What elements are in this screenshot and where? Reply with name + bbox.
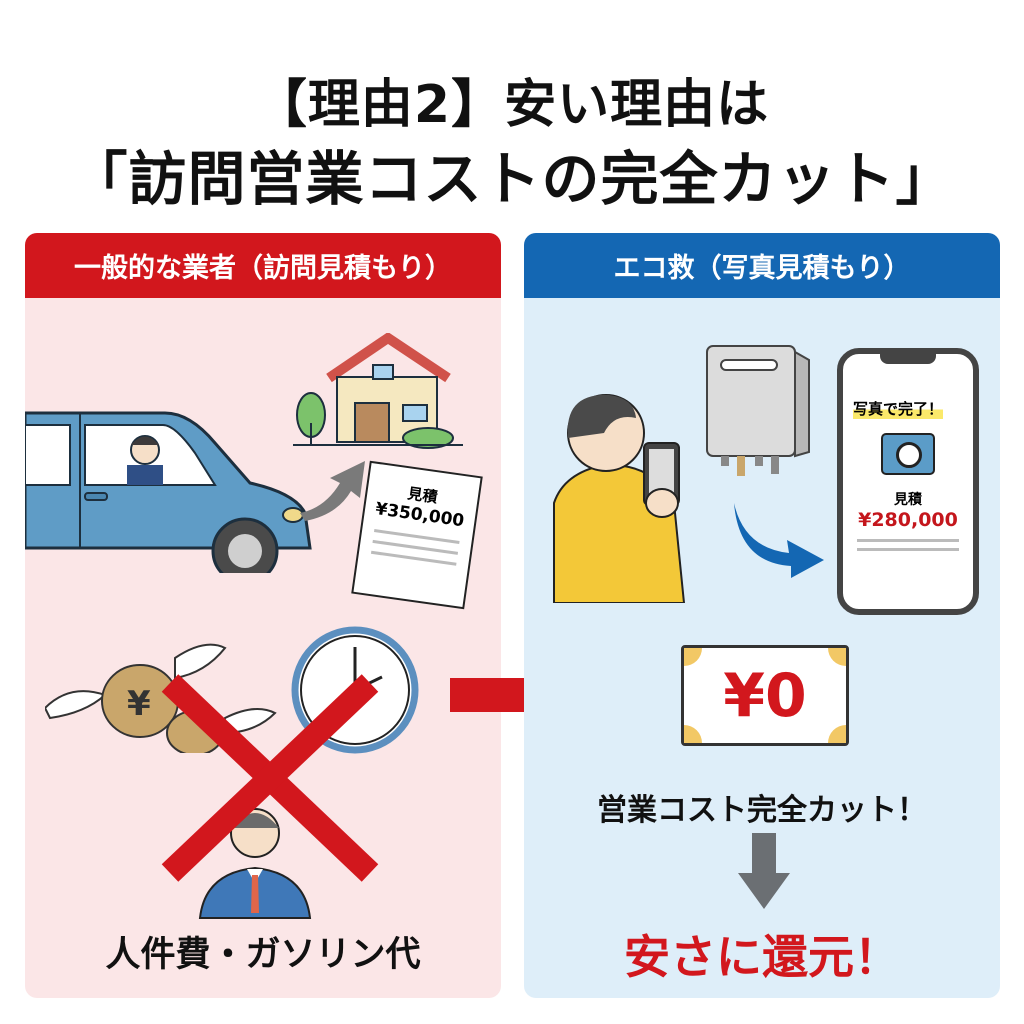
water-heater-icon xyxy=(706,345,810,476)
title-line-2: 「訪問営業コストの完全カット」 xyxy=(69,145,955,213)
phone-estimate-amount: ¥280,000 xyxy=(858,509,958,531)
panel-header-general: 一般的な業者（訪問見積もり） xyxy=(25,233,501,298)
phone-estimate-label: 見積 xyxy=(894,492,922,508)
curved-arrow-icon xyxy=(300,461,365,521)
salesman-icon xyxy=(198,808,312,919)
cost-cut-text: 営業コスト完全カット！ xyxy=(597,793,927,828)
car-with-salesman-icon xyxy=(25,411,312,573)
panel-general-contractor: 一般的な業者（訪問見積もり） 見積 ¥350,000 xyxy=(25,233,501,998)
curved-arrow-icon xyxy=(734,503,824,578)
panel-header-ecoq: エコ救（写真見積もり） xyxy=(524,233,1000,298)
house-icon xyxy=(293,333,463,449)
title-line-1: 【理由2】安い理由は xyxy=(254,75,770,135)
banknote-icon: ¥0 xyxy=(681,645,849,746)
svg-text:¥: ¥ xyxy=(127,684,151,724)
camera-icon xyxy=(881,433,935,475)
down-arrow-icon xyxy=(738,833,790,909)
photo-complete-label: 写真で完了！ xyxy=(853,398,944,419)
cross-mark-icon xyxy=(161,674,379,882)
result-text: 安さに還元！ xyxy=(624,930,900,984)
smartphone-icon: 写真で完了！ 見積 ¥280,000 xyxy=(837,348,979,615)
person-taking-photo-icon xyxy=(553,394,686,603)
estimate-document-icon: 見積 ¥350,000 xyxy=(351,460,483,610)
panel-ecoq: エコ救（写真見積もり） 写真で完了！ 見積 ¥280,000 xyxy=(524,233,1000,998)
zero-cost-value: ¥0 xyxy=(723,660,807,731)
cost-caption: 人件費・ガソリン代 xyxy=(105,935,421,975)
